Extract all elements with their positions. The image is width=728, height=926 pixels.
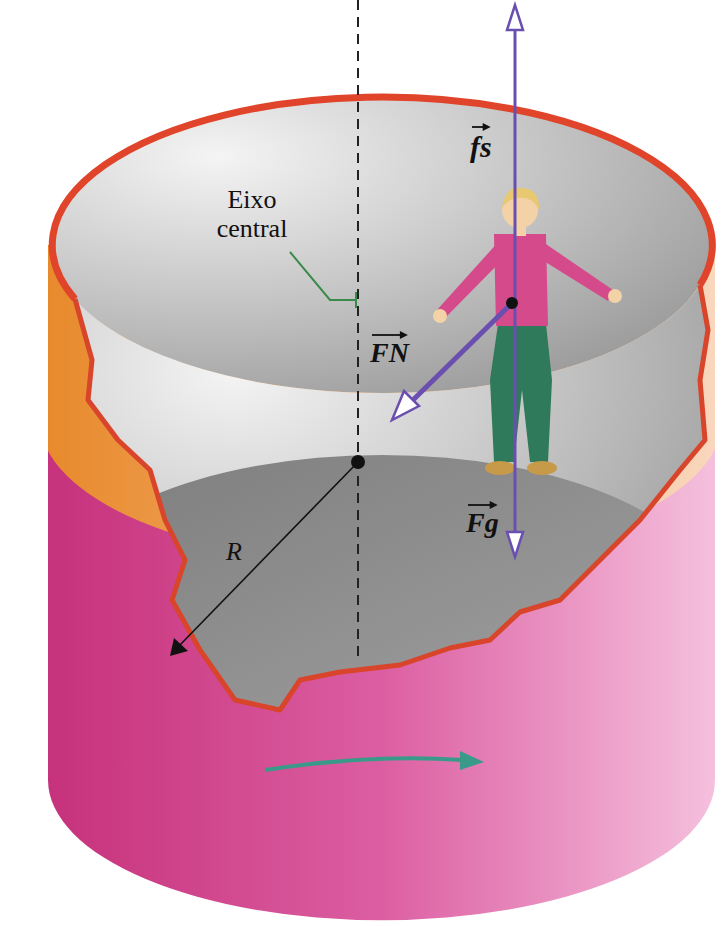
vector-arrow-shaft: [472, 126, 486, 128]
radius-line: [178, 462, 358, 647]
left-shoe: [485, 461, 515, 475]
rotation-arrowhead: [460, 751, 484, 770]
force-label: Fg: [466, 508, 499, 539]
hair: [502, 188, 539, 210]
force-label: FN: [370, 338, 409, 369]
floor: [52, 455, 712, 745]
axis-point: [351, 455, 365, 469]
vector-arrow-shaft: [372, 334, 403, 336]
vector-arrow-shaft: [468, 504, 493, 506]
normal-arrowhead: [392, 391, 419, 420]
rotation-arrow: [265, 758, 462, 770]
leader-tick: [355, 292, 357, 308]
right-hand: [608, 289, 622, 303]
weight-force-line: [514, 303, 517, 532]
left-hand: [433, 309, 447, 323]
rim: [52, 97, 712, 299]
central-axis: [357, 0, 359, 662]
axis-label: Eixo central: [196, 186, 308, 243]
force-label: fs: [470, 130, 492, 163]
radius-label: R: [226, 538, 242, 567]
center-of-mass: [506, 297, 518, 309]
vector-arrow: [472, 123, 491, 131]
friction-arrowhead: [507, 5, 523, 30]
person: [433, 188, 622, 475]
cut-edge: [75, 285, 708, 710]
vector-arrow-head: [483, 123, 491, 131]
friction-force-line: [514, 30, 517, 303]
radius-arrowhead: [170, 638, 188, 656]
inner-wall: [52, 97, 712, 393]
leader-line: [290, 252, 356, 300]
weight-arrowhead: [507, 532, 523, 557]
right-shoe: [527, 461, 557, 475]
normal-force-line: [412, 303, 512, 401]
trousers: [490, 324, 552, 462]
